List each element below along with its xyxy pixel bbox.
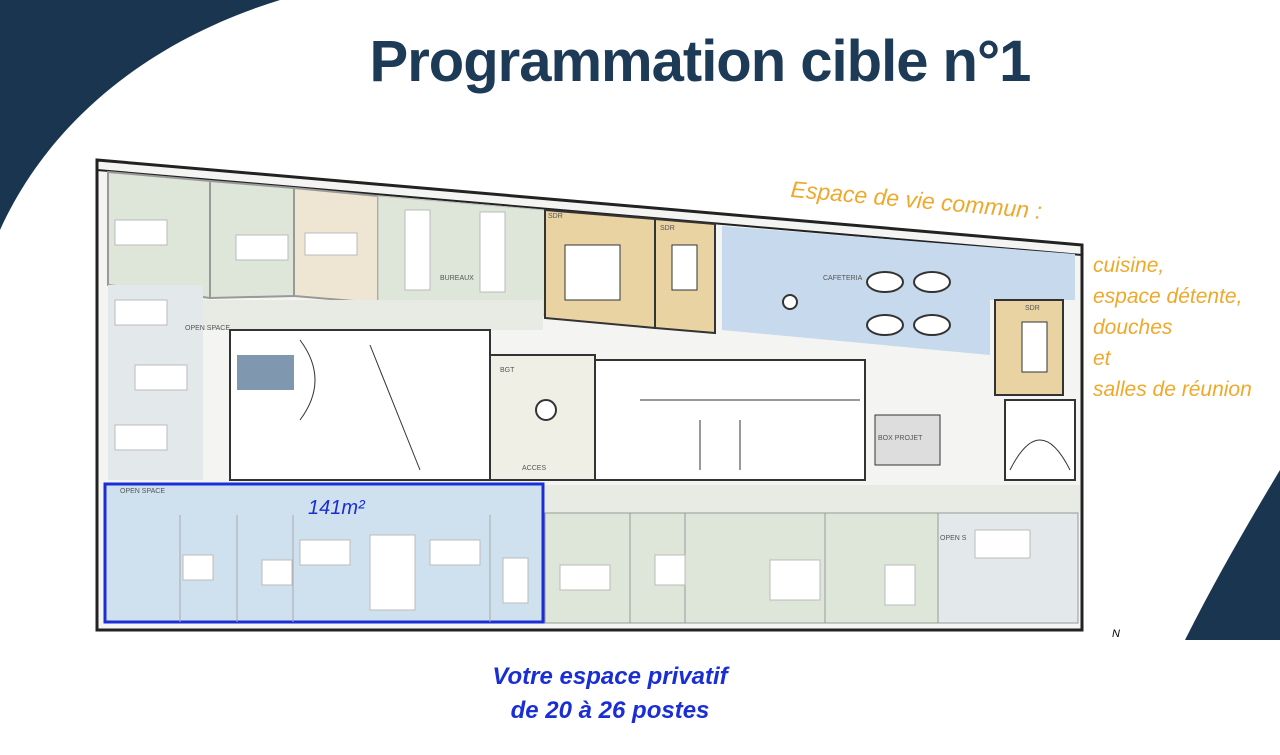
label-box-projet: BOX PROJET [878,435,923,442]
page-title: Programmation cible n°1 [369,29,1032,94]
private-space-area: 141m² [308,497,365,519]
common-space-item: et [1093,347,1111,370]
private-space-line1: Votre espace privatif [492,663,728,690]
label-bgt: BGT [500,367,515,374]
label-sdr-2: SDR [660,225,675,232]
label-bureaux: BUREAUX [440,275,474,282]
common-space-item: espace détente, [1093,285,1243,308]
north-indicator: N [1112,628,1120,640]
common-space-item: salles de réunion [1093,378,1252,401]
common-space-item: douches [1093,316,1173,339]
label-open-space-bottom: OPEN SPACE [120,488,165,495]
label-acces: ACCES [522,465,546,472]
label-open-space-top: OPEN SPACE [185,325,230,332]
label-cafeteria: CAFETERIA [823,275,863,282]
common-space-list: cuisine, espace détente, douches et sall… [1093,250,1252,405]
label-sdr-3: SDR [1025,305,1040,312]
common-space-item: cuisine, [1093,254,1165,277]
label-open-space-right: OPEN S [940,535,967,542]
label-sdr-1: SDR [548,213,563,220]
private-space-caption: Votre espace privatif de 20 à 26 postes [440,660,780,728]
private-space-line2: de 20 à 26 postes [510,697,710,724]
